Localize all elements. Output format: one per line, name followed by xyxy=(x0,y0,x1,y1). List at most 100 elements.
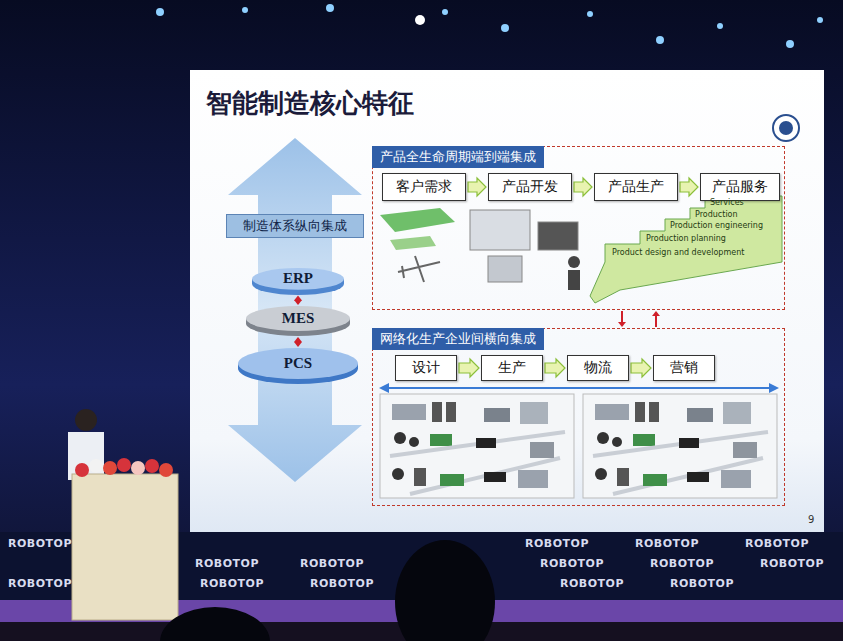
integration-region: 网络化生产企业间横向集成设计 生产 物流 营销 xyxy=(372,328,785,506)
node-label: 物流 xyxy=(584,359,612,377)
process-box: 营销 xyxy=(653,355,715,381)
podium xyxy=(72,474,178,620)
light xyxy=(817,17,823,23)
stage-label: Product design and development xyxy=(612,248,744,257)
flower xyxy=(103,461,117,475)
connector xyxy=(631,359,651,377)
light xyxy=(442,9,448,15)
audience-head xyxy=(160,607,270,641)
brand-mark: ROBOTOP xyxy=(745,537,809,550)
brand-mark: ROBOTOP xyxy=(310,577,374,590)
arrow-head xyxy=(379,383,389,393)
stage-lights xyxy=(156,4,823,48)
brand-mark: ROBOTOP xyxy=(560,577,624,590)
brand-mark: ROBOTOP xyxy=(635,537,699,550)
brand-mark: ROBOTOP xyxy=(8,577,72,590)
process-box: 生产 xyxy=(481,355,543,381)
flower xyxy=(75,463,89,477)
connector xyxy=(618,311,626,327)
vertical-double-arrow xyxy=(228,138,362,482)
node-label: 营销 xyxy=(670,359,698,377)
projection-screen xyxy=(190,70,824,532)
disk-top xyxy=(246,306,350,331)
arrow-head xyxy=(652,311,660,316)
flower xyxy=(89,459,103,473)
horizontal-double-arrow xyxy=(388,387,770,389)
arrow-head xyxy=(294,296,302,301)
brand-mark: ROBOTOP xyxy=(525,537,589,550)
process-box: 物流 xyxy=(567,355,629,381)
logo xyxy=(773,115,799,141)
process-box: 设计 xyxy=(395,355,457,381)
factory-scene xyxy=(380,394,574,498)
flower xyxy=(117,458,131,472)
system-layer: ERP xyxy=(252,268,344,295)
page-number: 9 xyxy=(808,514,814,525)
design-illustration xyxy=(380,208,455,232)
connector xyxy=(294,337,302,347)
arrow-head xyxy=(294,337,302,342)
node-label: 产品生产 xyxy=(608,178,664,196)
node-label: 产品服务 xyxy=(712,178,768,196)
plane-drawing xyxy=(398,256,440,282)
person xyxy=(568,270,580,290)
light xyxy=(415,15,425,25)
factory-scene xyxy=(583,394,777,498)
arrow-head xyxy=(618,322,626,327)
computer xyxy=(470,210,530,250)
brand-mark: ROBOTOP xyxy=(650,557,714,570)
brand-mark: ROBOTOP xyxy=(8,537,72,550)
stage-label: Production xyxy=(695,210,738,219)
flow-arrow xyxy=(459,359,479,377)
flow-arrow xyxy=(680,178,698,196)
node-label: 制造体系纵向集成 xyxy=(243,217,347,235)
arrow-head xyxy=(294,342,302,347)
computer xyxy=(488,256,522,282)
connector xyxy=(294,296,302,306)
process-box: 客户需求 xyxy=(382,173,466,201)
light xyxy=(656,36,664,44)
connector xyxy=(652,311,660,327)
stage-label: Production engineering xyxy=(670,221,763,230)
audience-head xyxy=(395,540,495,641)
axis-label: 制造体系纵向集成 xyxy=(226,214,364,238)
arrow-head xyxy=(294,300,302,305)
process-box: 产品开发 xyxy=(488,173,572,201)
stage-label: Services xyxy=(710,198,744,207)
stage-label: Production planning xyxy=(646,234,726,243)
group-heading: 网络化生产企业间横向集成 xyxy=(372,328,544,350)
connector xyxy=(468,178,486,196)
light xyxy=(587,11,593,17)
node-label: 设计 xyxy=(412,359,440,377)
flow-arrow xyxy=(574,178,592,196)
node-label: MES xyxy=(282,310,315,327)
speaker-head xyxy=(75,409,97,431)
system-layer: MES xyxy=(246,306,350,336)
flower xyxy=(145,459,159,473)
brand-mark: ROBOTOP xyxy=(540,557,604,570)
connector xyxy=(574,178,592,196)
connector xyxy=(459,359,479,377)
monitor xyxy=(538,222,578,250)
speaker-body xyxy=(68,432,104,480)
light xyxy=(326,4,334,12)
system-layer: PCS xyxy=(238,348,358,384)
light xyxy=(156,8,164,16)
disk-top xyxy=(252,268,344,290)
brand-mark: ROBOTOP xyxy=(760,557,824,570)
node-label: PCS xyxy=(284,355,312,372)
person xyxy=(568,256,580,268)
flower xyxy=(131,461,145,475)
flowers xyxy=(75,458,173,477)
group-heading: 产品全生命周期端到端集成 xyxy=(372,146,544,168)
brand-mark: ROBOTOP xyxy=(200,577,264,590)
node-label: 生产 xyxy=(498,359,526,377)
arrow-head xyxy=(769,383,779,393)
flower xyxy=(159,463,173,477)
node-label: 客户需求 xyxy=(396,178,452,196)
flow-arrow xyxy=(545,359,565,377)
light xyxy=(786,40,794,48)
